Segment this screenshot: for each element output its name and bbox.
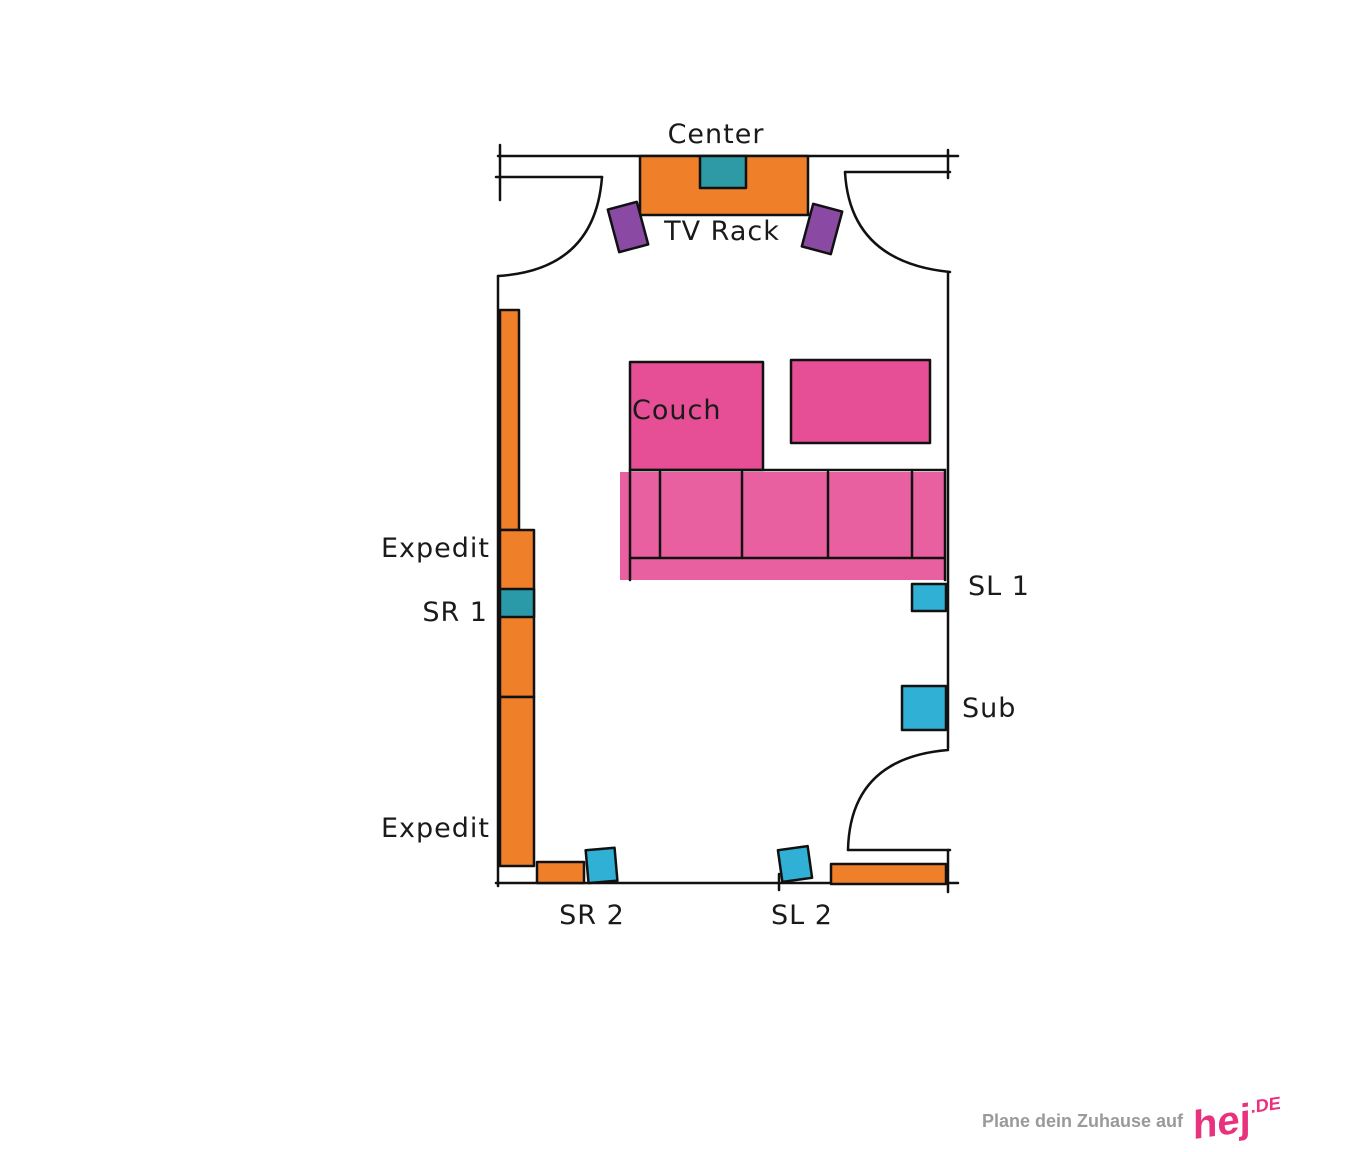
sr1-speaker [498,587,536,619]
sub-label: Sub [962,693,1016,724]
subwoofer [900,684,948,732]
sl2-label: SL 2 [771,900,833,931]
front-left-speaker [606,200,650,254]
logo-text: hej [1193,1096,1251,1149]
door-swing-right [843,170,952,274]
sl2-speaker [776,844,814,884]
shelf-upper [498,308,521,532]
door-swing-left [496,175,604,278]
sl1-label: SL 1 [968,571,1030,602]
expedit-upper-label: Expedit [381,533,490,564]
sr1-label: SR 1 [422,597,488,628]
sr2-speaker [584,846,619,885]
bottom-shelf-right [829,862,948,886]
footer-text: Plane dein Zuhause auf [982,1111,1184,1131]
center-speaker [698,154,748,190]
expedit-lower-label: Expedit [381,813,490,844]
door-swing-bottom-right [846,748,950,852]
hej-logo[interactable]: hej.DE [1193,1092,1281,1149]
tv-rack-label: TV Rack [663,216,780,247]
sr2-label: SR 2 [559,900,625,931]
center-label: Center [668,119,765,150]
bottom-shelf-left [535,860,586,885]
couch-label: Couch [632,395,721,426]
sl1-speaker [910,582,948,613]
expedit-lower [498,695,536,868]
couch [620,358,947,582]
footer: Plane dein Zuhause auf hej.DE [982,1093,1281,1148]
front-right-speaker [800,202,844,256]
logo-suffix: .DE [1250,1092,1281,1118]
